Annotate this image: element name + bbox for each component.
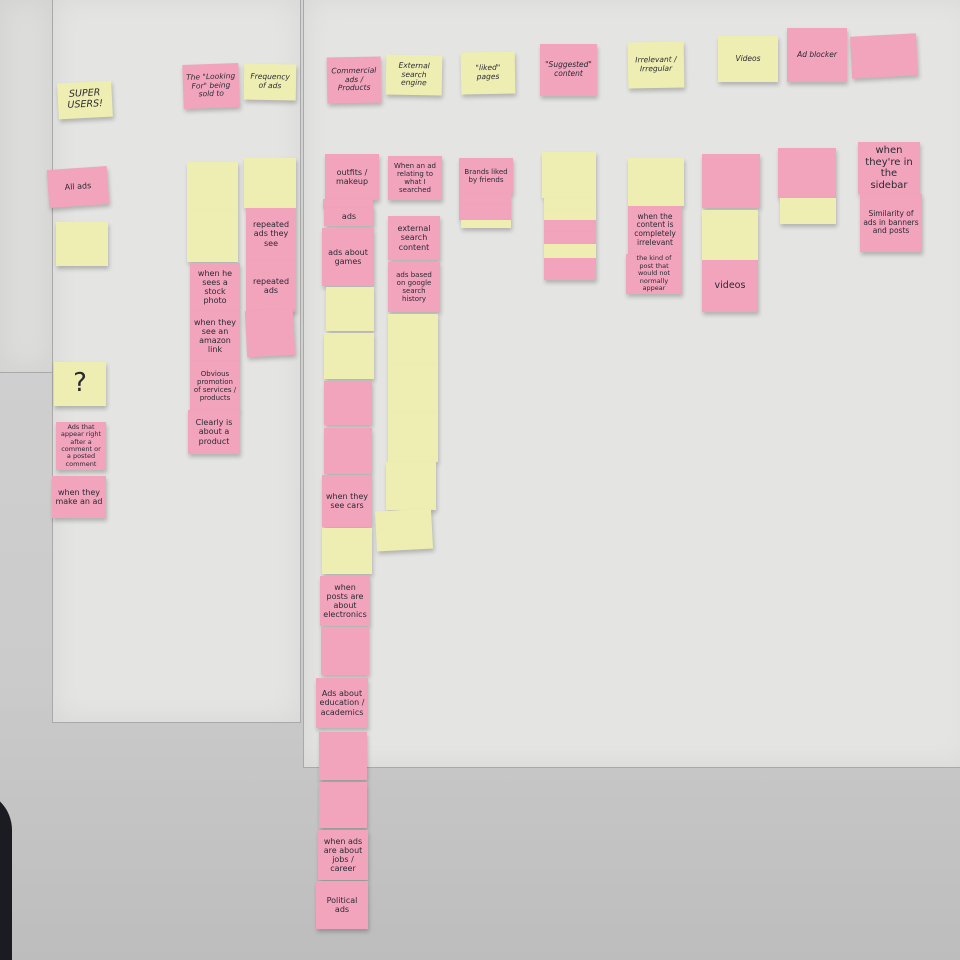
note-unreadable <box>244 308 296 358</box>
note-videos: videos <box>702 260 758 312</box>
note-stock-photo: when he sees a stock photo <box>190 263 240 311</box>
note-unreadable <box>324 333 374 379</box>
note-similarity-banners-posts: Similarity of ads in banners and posts <box>860 194 922 252</box>
note-unreadable <box>319 782 367 828</box>
header-note-commercial: Commercial ads / Products <box>326 56 382 104</box>
note-stacked <box>544 210 596 220</box>
note-stacked <box>461 220 511 228</box>
note-jobs-career: when ads are about jobs / career <box>318 830 368 880</box>
header-note-external-search: External search engine <box>385 54 443 96</box>
note-completely-irrelevant: when the content is completely irrelevan… <box>628 206 682 254</box>
note-unreadable <box>388 364 438 412</box>
note-amazon-link: when they see an amazon link <box>190 311 240 361</box>
note-would-not-appear: the kind of post that would not normally… <box>626 254 682 294</box>
note-unreadable <box>778 148 836 198</box>
note-when-they-see-cars: when they see cars <box>322 475 372 527</box>
note-unreadable <box>628 158 684 206</box>
note-stacked <box>544 244 596 258</box>
note-repeated-ads-they-see: repeated ads they see <box>246 208 296 260</box>
note-ads-after-comment: Ads that appear right after a comment or… <box>56 422 106 470</box>
note-posts-electronics: when posts are about electronics <box>320 576 370 626</box>
person-silhouette <box>0 790 12 960</box>
note-unreadable <box>326 287 374 331</box>
note-unreadable <box>542 152 596 198</box>
note-unreadable <box>324 428 372 474</box>
note-unreadable <box>321 627 369 675</box>
note-unreadable <box>702 154 760 208</box>
note-education-ads: Ads about education / academics <box>316 678 368 728</box>
note-unreadable <box>56 222 108 266</box>
header-note-frequency: Frequency of ads <box>243 63 297 101</box>
note-when-they-make-ad: when they make an ad <box>52 476 106 518</box>
note-stacked <box>544 258 596 280</box>
note-stacked <box>459 194 511 204</box>
note-stacked <box>544 232 596 244</box>
note-unreadable <box>386 462 436 510</box>
note-ads-about-games: ads about games <box>322 228 374 286</box>
note-unreadable <box>702 210 758 260</box>
note-stacked <box>459 204 511 220</box>
note-ads: ads <box>324 208 374 226</box>
header-note-super-users: SUPER USERS! <box>57 80 113 120</box>
note-stacked <box>323 199 373 209</box>
note-stacked <box>544 198 596 210</box>
whiteboard-edge <box>0 0 56 373</box>
note-unreadable <box>244 158 296 208</box>
note-unreadable <box>324 381 372 425</box>
header-note-liked-pages: "liked" pages <box>460 51 516 95</box>
note-unreadable <box>187 162 238 210</box>
whiteboard-left-panel <box>52 0 301 723</box>
header-note-videos: Videos <box>718 36 778 82</box>
note-unreadable <box>780 198 836 224</box>
note-unreadable-scribbled <box>319 732 367 780</box>
note-unreadable <box>322 528 372 574</box>
note-unreadable <box>187 210 238 262</box>
note-brands-liked: Brands liked by friends <box>459 158 513 194</box>
note-unreadable <box>388 412 438 462</box>
note-obvious-promotion: Obvious promotion of services / products <box>190 361 240 411</box>
header-note-suggested: "Suggested" content <box>540 44 597 96</box>
note-unreadable <box>388 314 438 364</box>
note-question-mark: ? <box>54 362 106 406</box>
header-note-ad-blocker: Ad blocker <box>787 28 847 82</box>
note-sidebar: when they're in the sidebar <box>858 142 920 194</box>
header-note-looking-for: The "Looking For" being sold to <box>182 63 240 109</box>
note-repeated-ads: repeated ads <box>246 260 296 312</box>
note-external-search-content: external search content <box>388 216 440 260</box>
note-unreadable <box>374 508 434 552</box>
note-ad-relating-search: When an ad relating to what I searched <box>388 156 442 200</box>
note-google-search-history: ads based on google search history <box>388 262 440 312</box>
note-political-ads: Political ads <box>316 881 368 929</box>
note-outfits-makeup: outfits / makeup <box>325 154 379 200</box>
note-all-ads: All ads <box>46 165 110 209</box>
note-clearly-product: Clearly is about a product <box>188 410 240 454</box>
note-stacked <box>544 220 596 232</box>
note-unreadable-top-right <box>849 33 919 79</box>
header-note-irrelevant: Irrelevant / Irregular <box>627 41 685 89</box>
